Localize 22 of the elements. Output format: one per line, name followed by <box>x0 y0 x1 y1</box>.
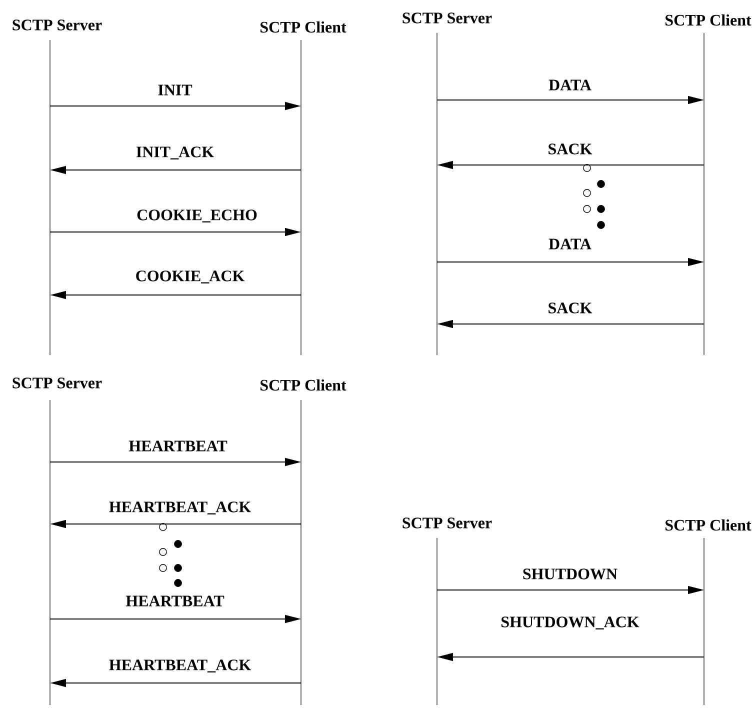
participant-label: SCTP Client <box>666 519 752 531</box>
participant-label: SCTP Server <box>402 12 492 24</box>
participant-label: SCTP Client <box>260 379 346 391</box>
message-label: HEARTBEAT <box>128 440 228 452</box>
message-label: SACK <box>548 302 592 314</box>
participant-label: SCTP Server <box>12 20 102 30</box>
message-label: COOKIE_ACK <box>136 270 245 284</box>
message-label: SACK <box>548 144 592 154</box>
message-label: HEARTBEAT_ACK <box>109 660 251 672</box>
participant-label: SCTP Server <box>402 518 492 528</box>
message-label: SHUTDOWN_ACK <box>502 616 640 630</box>
message-label: HEARTBEAT_ACK <box>109 502 251 514</box>
message-label: DATA <box>548 238 592 250</box>
participant-label: SCTP Client <box>666 14 752 26</box>
message-label: HEARTBEAT <box>126 596 224 606</box>
message-label: DATA <box>548 80 592 90</box>
message-label: INIT <box>158 84 192 96</box>
message-label: SHUTDOWN <box>523 568 618 580</box>
message-label: INIT_ACK <box>136 146 214 160</box>
participant-label: SCTP Server <box>12 378 102 388</box>
participant-label: SCTP Client <box>260 21 346 33</box>
message-label: COOKIE_ECHO <box>137 210 257 222</box>
